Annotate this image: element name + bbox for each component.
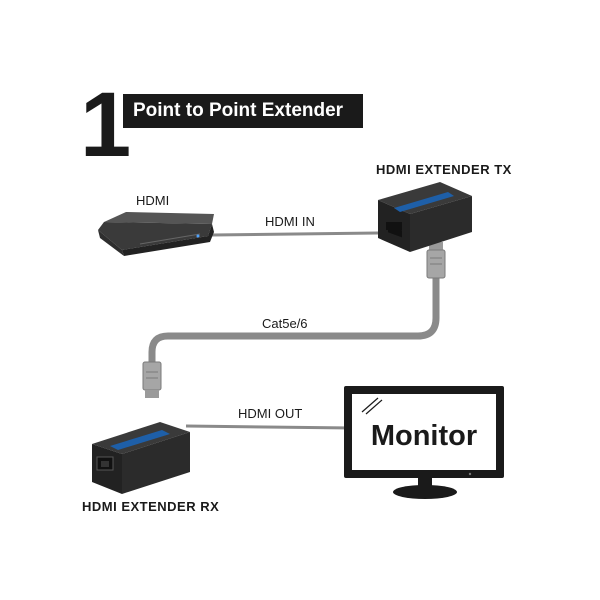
cat-cable	[148, 274, 440, 382]
page-title: Point to Point Extender	[133, 100, 344, 121]
hdmi-out-cable	[185, 424, 353, 430]
rj45-plug-top	[426, 242, 446, 279]
rx-label: HDMI EXTENDER RX	[82, 499, 220, 514]
rj45-plug-bottom	[142, 361, 162, 398]
cat-cable-label: Cat5e/6	[262, 316, 308, 331]
hdmi-out-label: HDMI OUT	[238, 406, 303, 421]
hdmi-in-label: HDMI IN	[265, 214, 315, 229]
monitor-device	[344, 386, 504, 499]
source-label: HDMI	[136, 193, 170, 208]
section-number: 1	[80, 74, 131, 176]
tx-label: HDMI EXTENDER TX	[376, 162, 512, 177]
title-banner	[123, 94, 363, 128]
extender-rx-device	[92, 422, 190, 494]
extender-tx-device	[378, 182, 472, 252]
hdmi-in-cable	[211, 231, 379, 237]
hdmi-source-device	[98, 212, 214, 256]
monitor-screen-text: Monitor	[370, 419, 478, 452]
